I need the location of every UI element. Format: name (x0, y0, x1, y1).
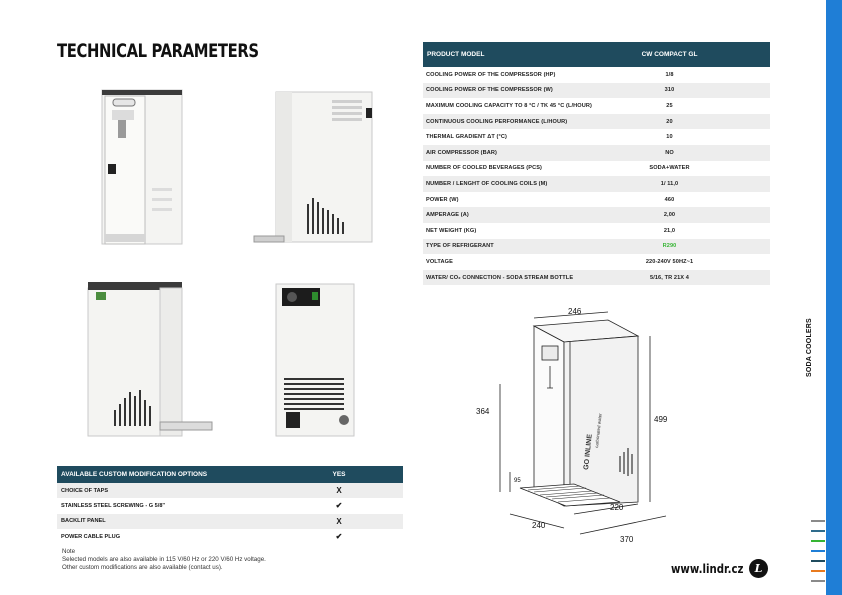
options-header-label: AVAILABLE CUSTOM MODIFICATION OPTIONS (61, 471, 208, 478)
param-value: 2,00 (663, 212, 676, 219)
param-label: MAXIMUM COOLING CAPACITY TO 8 °C / TK 45… (426, 102, 592, 109)
param-label: TYPE OF REFRIGERANT (426, 243, 494, 250)
param-row: NUMBER OF COOLED BEVERAGES (PCS) SODA+WAT… (423, 161, 770, 177)
dim-tap-label: 364 (476, 407, 490, 416)
param-label: CONTINUOUS COOLING PERFORMANCE (L/HOUR) (426, 118, 568, 125)
option-label: STAINLESS STEEL SCREWING - G 5/8" (61, 502, 166, 509)
param-row: MAXIMUM COOLING CAPACITY TO 8 °C / TK 45… (423, 98, 770, 114)
note-title: Note (62, 548, 76, 555)
param-row: COOLING POWER OF THE COMPRESSOR (W) 310 (423, 82, 770, 99)
options-header-value: YES (332, 471, 346, 478)
product-photo-back (275, 283, 355, 437)
color-tab (811, 530, 825, 532)
note-line-2: Other custom modifications are also avai… (62, 564, 223, 572)
header-model-value: CW COMPACT GL (641, 51, 698, 58)
brand-logo: L (749, 559, 768, 578)
color-tab (811, 520, 825, 522)
param-value: 310 (664, 87, 675, 94)
param-row: AIR COMPRESSOR (BAR) NO (423, 144, 770, 161)
option-row: STAINLESS STEEL SCREWING - G 5/8" ✔ (57, 498, 403, 513)
note-block: Note Selected models are also available … (62, 548, 266, 573)
options-header: AVAILABLE CUSTOM MODIFICATION OPTIONS YE… (57, 466, 403, 483)
param-label: THERMAL GRADIENT ΔT (°C) (426, 134, 507, 141)
side-color-bar (826, 0, 842, 595)
note-line-1: Selected models are also available in 11… (62, 556, 266, 564)
website-link[interactable]: www.lindr.cz (671, 562, 744, 576)
param-value: 1/ 11,0 (660, 180, 679, 187)
dimension-drawing: 246 499 364 95 240 220 370 GO INLINE car… (476, 307, 668, 544)
param-row: POWER (W) 460 (423, 192, 770, 208)
option-row: BACKLIT PANEL X (57, 513, 403, 529)
cross-mark-icon: X (336, 486, 342, 496)
color-tab (811, 570, 825, 572)
dim-tray-label: 95 (514, 478, 521, 484)
param-value: 1/8 (665, 71, 674, 78)
param-value: NO (665, 149, 674, 156)
param-row: VOLTAGE 220-240V 50HZ~1 (423, 254, 770, 270)
param-value: R290 (662, 243, 677, 250)
check-mark-icon: ✔ (335, 501, 343, 511)
param-row: THERMAL GRADIENT ΔT (°C) 10 (423, 129, 770, 145)
param-label: AIR COMPRESSOR (BAR) (426, 149, 497, 156)
param-row: NET WEIGHT (KG) 21,0 (423, 223, 770, 239)
option-row: POWER CABLE PLUG ✔ (57, 529, 403, 544)
param-label: VOLTAGE (426, 258, 453, 265)
param-value: 25 (666, 102, 673, 109)
param-label: NUMBER OF COOLED BEVERAGES (PCS) (426, 165, 543, 172)
param-label: NUMBER / LENGHT OF COOLING COILS (M) (426, 180, 548, 187)
parameters-table: PRODUCT MODEL CW COMPACT GL COOLING POWE… (423, 42, 770, 286)
options-table: AVAILABLE CUSTOM MODIFICATION OPTIONS YE… (57, 466, 403, 544)
color-tab (811, 580, 825, 582)
option-label: POWER CABLE PLUG (61, 533, 121, 540)
option-label: CHOICE OF TAPS (61, 487, 109, 494)
param-row: TYPE OF REFRIGERANT R290 (423, 238, 770, 255)
param-label: NET WEIGHT (KG) (426, 227, 477, 234)
param-row: AMPERAGE (A) 2,00 (423, 207, 770, 223)
param-label: COOLING POWER OF THE COMPRESSOR (HP) (426, 71, 556, 78)
param-value: 5/16, TR 21X 4 (649, 274, 690, 281)
dim-depth-front-label: 240 (532, 521, 546, 530)
color-tab (811, 550, 825, 552)
param-label: COOLING POWER OF THE COMPRESSOR (W) (426, 87, 553, 94)
drawing-brand-text: GO INLINE (583, 434, 594, 471)
dim-top-label: 246 (568, 307, 582, 316)
param-value: 20 (666, 118, 673, 125)
page-title: TECHNICAL PARAMETERS (57, 40, 259, 62)
dim-depth-total-label: 370 (620, 535, 634, 544)
product-photo-rear-side (87, 282, 213, 437)
header-model-label: PRODUCT MODEL (427, 51, 485, 58)
param-value: 10 (666, 134, 673, 141)
dim-width-side-label: 220 (610, 503, 624, 512)
parameters-header: PRODUCT MODEL CW COMPACT GL (423, 42, 770, 67)
param-row: COOLING POWER OF THE COMPRESSOR (HP) 1/8 (423, 67, 770, 83)
dim-height-label: 499 (654, 415, 668, 424)
color-tab (811, 560, 825, 562)
section-side-label: SODA COOLERS (806, 318, 813, 378)
param-row: CONTINUOUS COOLING PERFORMANCE (L/HOUR) 2… (423, 113, 770, 130)
param-value: 460 (664, 196, 675, 203)
param-value: SODA+WATER (649, 165, 690, 172)
param-label: AMPERAGE (A) (426, 212, 469, 219)
param-label: POWER (W) (426, 196, 459, 203)
param-label: WATER/ CO₂ CONNECTION - SODA STREAM BOTT… (426, 274, 574, 281)
param-row: WATER/ CO₂ CONNECTION - SODA STREAM BOTT… (423, 269, 770, 286)
param-row: NUMBER / LENGHT OF COOLING COILS (M) 1/ 1… (423, 176, 770, 192)
drawing-sub-text: carbonated water (594, 413, 603, 449)
option-row: CHOICE OF TAPS X (57, 483, 403, 499)
option-label: BACKLIT PANEL (61, 518, 106, 525)
cross-mark-icon: X (336, 516, 342, 526)
product-photo-side (253, 91, 373, 243)
product-photo-front (101, 89, 183, 245)
color-tab (811, 540, 825, 542)
check-mark-icon: ✔ (335, 532, 343, 542)
param-value: 220-240V 50HZ~1 (645, 258, 694, 265)
param-value: 21,0 (663, 227, 676, 234)
